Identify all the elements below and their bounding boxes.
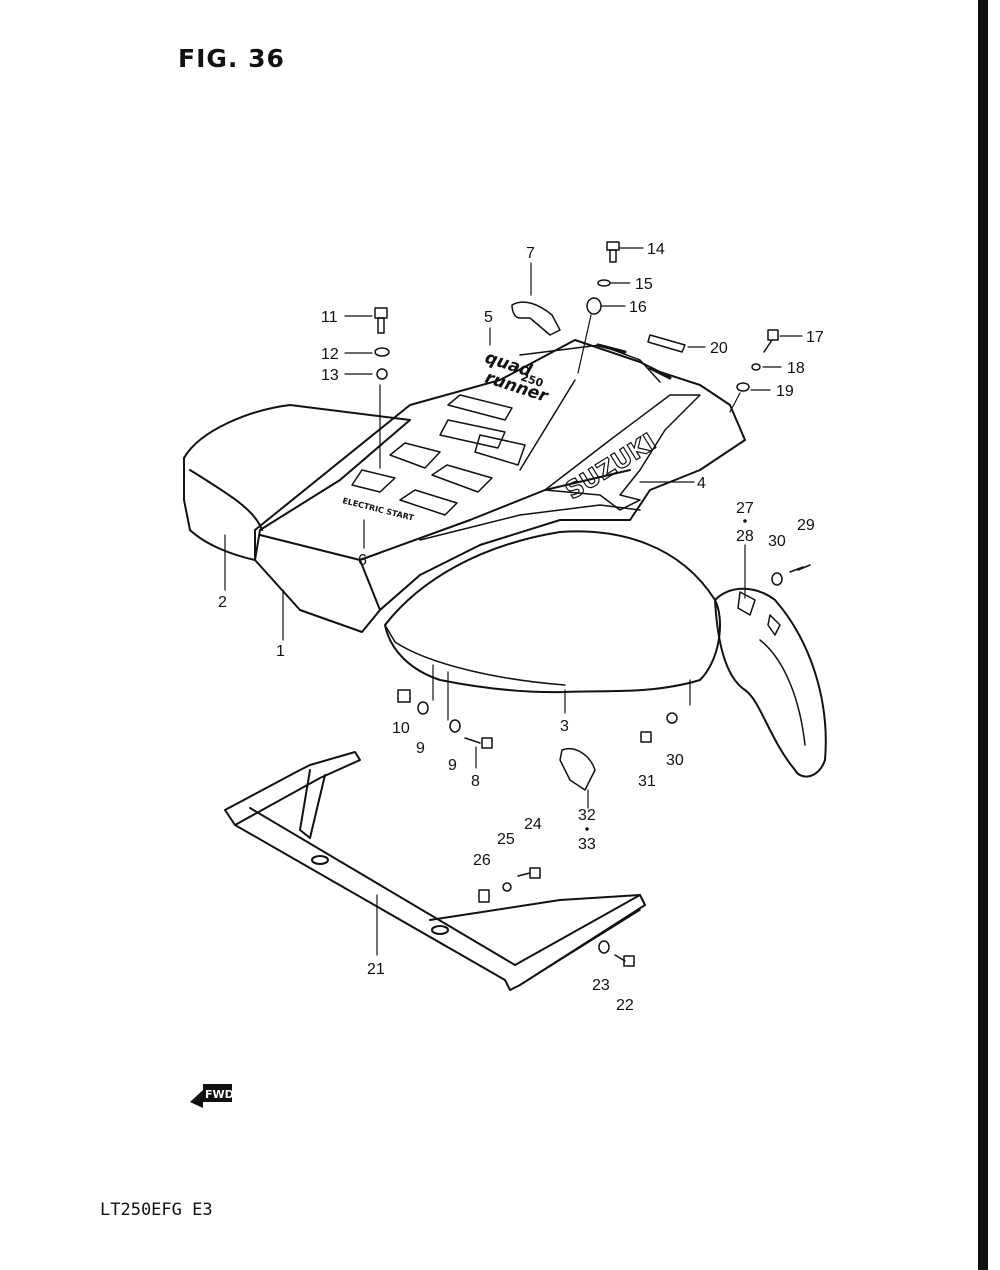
callout-7: 7 — [526, 245, 535, 262]
callout-29: 29 — [797, 517, 815, 534]
callout-1: 1 — [276, 643, 285, 660]
callout-20: 20 — [710, 340, 728, 357]
callout-19: 19 — [776, 383, 794, 400]
callout-11: 11 — [321, 309, 338, 326]
callout-3: 3 — [560, 718, 569, 735]
part-seat — [183, 404, 411, 561]
callout-33: 33 — [578, 836, 596, 853]
callout-26: 26 — [473, 852, 491, 869]
callout-dots — [585, 519, 747, 831]
callout-16: 16 — [629, 299, 647, 316]
callout-15: 15 — [635, 276, 653, 293]
rack-recesses — [351, 394, 526, 516]
callout-18: 18 — [787, 360, 805, 377]
callout-32: 32 — [578, 807, 596, 824]
part-side-fender — [384, 530, 721, 694]
callout-13: 13 — [321, 367, 339, 384]
callout-23: 23 — [592, 977, 610, 994]
callout-9a: 9 — [416, 740, 425, 757]
figure-title: FIG. 36 — [178, 44, 285, 73]
part-mud-flap — [714, 587, 827, 778]
callout-24: 24 — [524, 816, 542, 833]
callout-4: 4 — [697, 475, 706, 492]
model-code: LT250EFG E3 — [100, 1200, 213, 1220]
callout-14: 14 — [647, 241, 665, 258]
callout-30b: 30 — [666, 752, 684, 769]
callout-27: 27 — [736, 500, 754, 517]
callout-30a: 30 — [768, 533, 786, 550]
callout-numbers: 1 2 3 4 5 6 7 8 9 9 10 11 12 13 14 15 16… — [218, 241, 824, 1014]
callout-21: 21 — [367, 961, 385, 978]
callout-28: 28 — [736, 528, 754, 545]
callout-10: 10 — [392, 720, 410, 737]
callout-5: 5 — [484, 309, 493, 326]
callout-9b: 9 — [448, 757, 457, 774]
callout-6: 6 — [358, 552, 367, 569]
fender-stripe — [544, 394, 701, 511]
leader-lines — [224, 247, 803, 956]
part-rear-fender — [254, 339, 746, 633]
start-decal: ELECTRIC START — [342, 496, 416, 523]
callout-2: 2 — [218, 594, 227, 611]
callout-12: 12 — [321, 346, 339, 363]
callout-17: 17 — [806, 329, 824, 346]
callout-25: 25 — [497, 831, 515, 848]
callout-8: 8 — [471, 773, 480, 790]
part-rear-rack — [224, 751, 646, 991]
callout-22: 22 — [616, 997, 634, 1014]
part-bracket-7 — [511, 301, 561, 336]
fwd-arrow-icon: FWD — [190, 1084, 234, 1108]
callout-31: 31 — [638, 773, 656, 790]
page-edge-bar — [978, 0, 988, 1270]
fwd-label: FWD — [205, 1088, 234, 1101]
fasteners — [374, 241, 811, 967]
